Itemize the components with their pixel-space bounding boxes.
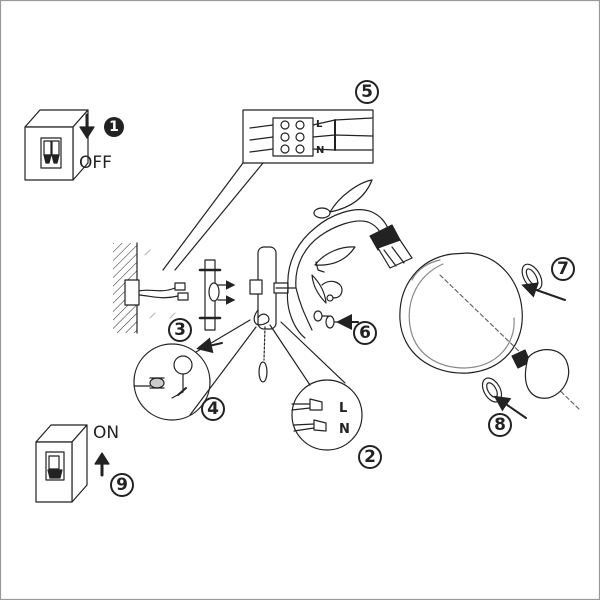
switch-off [24, 109, 89, 181]
svg-text:5: 5 [361, 82, 373, 102]
svg-text:9: 9 [116, 475, 128, 495]
lamp-arm [286, 179, 391, 339]
arrow-up-icon [94, 452, 110, 477]
step-9-badge: 9 [110, 473, 134, 497]
ring-top [521, 263, 566, 301]
terminal-l-label: L [316, 119, 323, 130]
mounting-bracket [198, 259, 236, 331]
svg-text:7: 7 [557, 259, 569, 279]
step-7-badge: 7 [551, 257, 575, 281]
ring-bulb [481, 377, 527, 419]
step-8-badge: 8 [488, 413, 512, 437]
step-5-badge: 5 [355, 80, 379, 104]
step-2-badge: 2 [358, 445, 382, 469]
on-label: ON [93, 423, 119, 443]
step-1-badge: 1 [104, 117, 124, 137]
step-6-badge: 6 [353, 321, 377, 345]
terminal-n-label: N [316, 145, 324, 156]
step-4-badge: 4 [201, 397, 225, 421]
step-3-badge: 3 [168, 318, 192, 342]
mains-cable [138, 282, 189, 301]
canopy [249, 246, 297, 330]
connector-detail [162, 109, 374, 271]
switch-on [35, 424, 88, 503]
wire-n-label: N [339, 422, 350, 437]
wire-l-label: L [339, 401, 347, 416]
screws [313, 310, 359, 330]
wall [113, 242, 176, 334]
wires-detail [269, 321, 363, 451]
pull-chain [258, 326, 268, 383]
svg-text:6: 6 [359, 323, 371, 343]
arrow-down-icon [79, 113, 95, 139]
wire-bundle [253, 309, 270, 326]
off-label: OFF [79, 153, 112, 173]
svg-text:8: 8 [494, 415, 506, 435]
svg-text:1: 1 [109, 119, 119, 135]
ground-detail [133, 319, 257, 421]
svg-text:3: 3 [174, 320, 186, 340]
svg-text:2: 2 [364, 447, 376, 467]
bulb [511, 349, 570, 399]
svg-text:4: 4 [207, 399, 219, 419]
socket-holder [369, 224, 413, 269]
